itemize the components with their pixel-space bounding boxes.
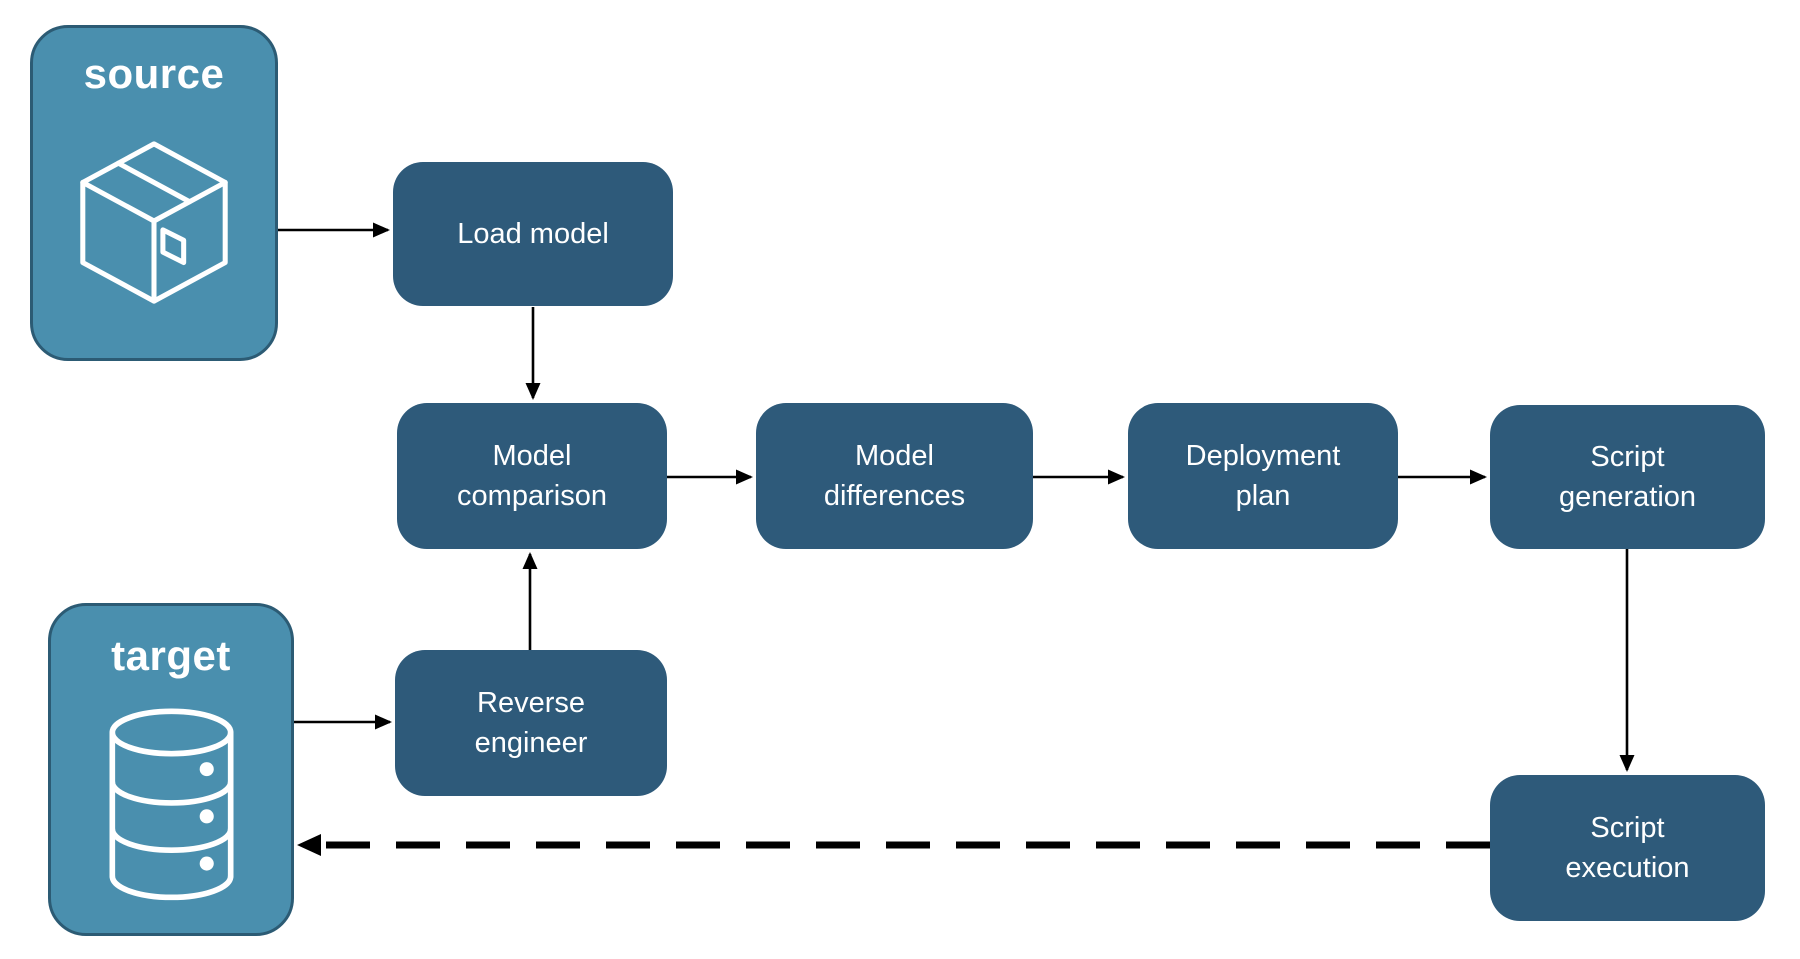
target-box: target — [48, 603, 294, 936]
target-label: target — [111, 632, 231, 679]
step-script-execution: Script execution — [1490, 775, 1765, 921]
database-icon — [109, 708, 233, 901]
source-box: source — [30, 25, 278, 361]
step-reverse-engineer: Reverse engineer — [395, 650, 667, 796]
step-load-model: Load model — [393, 162, 673, 306]
package-icon — [80, 141, 228, 304]
source-label: source — [83, 50, 225, 97]
step-model-differences: Model differences — [756, 403, 1033, 549]
step-script-generation: Script generation — [1490, 405, 1765, 549]
step-deployment-plan: Deployment plan — [1128, 403, 1398, 549]
step-model-comparison: Model comparison — [397, 403, 667, 549]
